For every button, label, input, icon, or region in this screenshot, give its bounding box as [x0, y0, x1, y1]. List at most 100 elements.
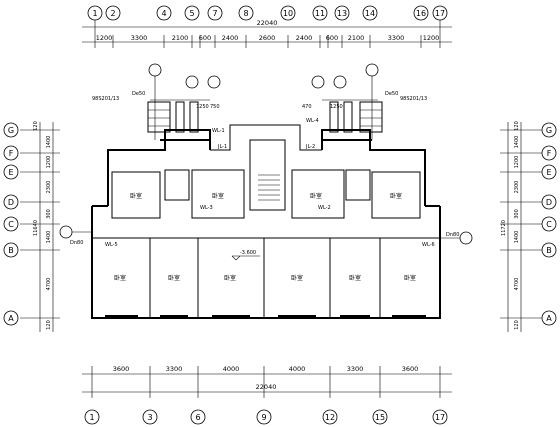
dim-label: 3600 — [402, 365, 419, 373]
dim-label: 2300 — [514, 181, 520, 194]
room-label: 卧室 — [168, 274, 180, 282]
axis-bubble — [3, 242, 19, 258]
axis-bubble — [3, 145, 19, 161]
drain-label: Dn80 — [446, 232, 459, 238]
riser-bubble — [207, 75, 221, 89]
top-total-dim: 22040 — [257, 19, 278, 27]
axis-bubble — [207, 5, 223, 21]
dim-label: 4000 — [223, 365, 240, 373]
axis-bubble — [334, 5, 350, 21]
dim-label: 11720 — [501, 220, 507, 236]
riser-label: WL-4 — [306, 118, 319, 124]
pipe-ref-label: 98S201/13 — [92, 96, 119, 102]
axis-label: 7 — [212, 9, 217, 18]
dim-label: 300 — [46, 209, 52, 219]
axis-label: C — [546, 220, 552, 229]
dim-label: 600 — [199, 34, 211, 42]
pipe-riser-right: 98S201/13 De50 470 1250 — [302, 63, 427, 141]
riser-label: JL-2 — [305, 144, 315, 150]
axis-bubble — [156, 5, 172, 21]
right-axis: 120 1400 1200 2300 300 1400 11720 4700 1… — [500, 121, 557, 332]
riser-label: WL-2 — [318, 205, 331, 211]
axis-bubble — [3, 310, 19, 326]
axis-label: G — [8, 126, 14, 135]
riser-labels: WL-1 JL-1 WL-3 WL-4 JL-2 WL-2 WL-5 WL-6 — [105, 118, 435, 248]
axis-bubble — [541, 122, 557, 138]
axis-label: 17 — [435, 413, 445, 422]
dim-label: 3600 — [113, 365, 130, 373]
axis-label: 12 — [325, 413, 335, 422]
axis-bubble — [541, 164, 557, 180]
axis-label: A — [8, 314, 14, 323]
small-label: 1250 — [196, 104, 209, 110]
axis-label: C — [8, 220, 14, 229]
pipe-de-label: De50 — [132, 91, 145, 97]
drain-label: Dn80 — [70, 240, 83, 246]
axis-label: F — [9, 149, 14, 158]
dim-label: 2600 — [259, 34, 276, 42]
axis-label: 2 — [110, 9, 115, 18]
axis-label: 5 — [189, 9, 194, 18]
small-label: 750 — [210, 104, 220, 110]
dim-label: 120 — [514, 121, 520, 131]
dim-label: 1200 — [46, 156, 52, 169]
building-walls — [91, 124, 441, 319]
dim-label: 4700 — [514, 278, 520, 291]
axis-label: 13 — [337, 9, 347, 18]
dim-label: 1400 — [514, 136, 520, 149]
room-label: 卧室 — [310, 192, 322, 200]
axis-label: E — [546, 168, 551, 177]
axis-label: 14 — [365, 9, 375, 18]
axis-label: B — [8, 246, 14, 255]
dim-label: 120 — [46, 320, 52, 330]
axis-label: B — [546, 246, 552, 255]
dim-label: 1200 — [96, 34, 113, 42]
dim-label: 2100 — [348, 34, 365, 42]
room-label: 卧室 — [404, 274, 416, 282]
axis-label: 17 — [435, 9, 445, 18]
axis-label: 3 — [147, 413, 152, 422]
axis-bubble — [541, 145, 557, 161]
axis-bubble — [3, 216, 19, 232]
dim-label: 1400 — [46, 136, 52, 149]
pipe-ref-label: 98S201/13 — [400, 96, 427, 102]
axis-label: 11 — [315, 9, 325, 18]
axis-label: D — [8, 198, 14, 207]
dim-label: 3300 — [347, 365, 364, 373]
axis-bubble — [541, 194, 557, 210]
riser-bubble — [333, 75, 347, 89]
dim-label: 2400 — [296, 34, 313, 42]
stair-core — [249, 139, 286, 211]
axis-label: 1 — [92, 9, 97, 18]
dim-label: 1200 — [423, 34, 440, 42]
top-dimensions: 22040 1200 3300 2100 600 2400 2600 2400 … — [82, 19, 452, 48]
axis-bubble — [190, 409, 206, 425]
riser-bubble — [148, 63, 162, 77]
axis-label: G — [546, 126, 552, 135]
axis-bubble — [238, 5, 254, 21]
riser-bubble — [185, 75, 199, 89]
left-axis: 120 1400 1200 2300 300 1400 11640 4700 1… — [3, 121, 60, 332]
axis-bubble — [312, 5, 328, 21]
axis-label: A — [546, 314, 552, 323]
riser-label: WL-1 — [212, 128, 225, 134]
axis-bubble — [142, 409, 158, 425]
dim-label: 2100 — [172, 34, 189, 42]
bottom-total-dim: 22040 — [256, 383, 277, 391]
room-label: 卧室 — [114, 274, 126, 282]
dim-label: 3300 — [166, 365, 183, 373]
room-label: 卧室 — [212, 192, 224, 200]
dim-label: 300 — [514, 209, 520, 219]
riser-label: JL-1 — [217, 144, 227, 150]
bottom-dimensions: 3600 3300 4000 4000 3300 3600 22040 — [82, 365, 452, 398]
room-label: 卧室 — [291, 274, 303, 282]
riser-bubble — [311, 75, 325, 89]
room-label: 卧室 — [349, 274, 361, 282]
room-label: 卧室 — [224, 274, 236, 282]
riser-label: WL-6 — [422, 242, 435, 248]
axis-bubble — [372, 409, 388, 425]
axis-bubble — [105, 5, 121, 21]
dim-label: 2300 — [46, 181, 52, 194]
axis-bubble — [322, 409, 338, 425]
